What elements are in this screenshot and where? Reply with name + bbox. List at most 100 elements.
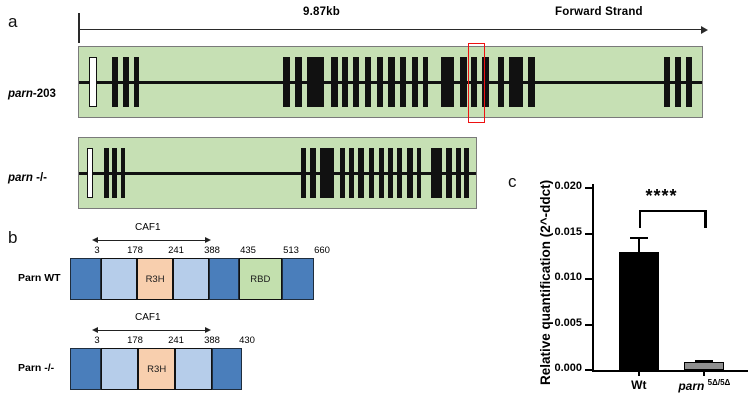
panel-letter-b: b	[8, 228, 18, 247]
exon	[342, 56, 348, 108]
domain-segment-c-term	[212, 348, 242, 390]
exon	[400, 56, 407, 108]
caf1-label-wt: CAF1	[135, 222, 161, 233]
exon	[339, 147, 346, 199]
exon	[310, 147, 316, 199]
domain-coordinate: 3	[94, 335, 100, 346]
domain-segment-caf1-right	[175, 348, 213, 390]
caf1-label-ko: CAF1	[135, 312, 161, 323]
exon	[368, 147, 374, 199]
error-bar-stem	[637, 237, 640, 252]
domain-coordinate: 241	[168, 335, 184, 346]
exon	[111, 56, 118, 108]
domain-bar-parn-ko: R3H	[70, 348, 242, 390]
y-tick-mark	[585, 187, 593, 189]
y-tick-label: 0.000	[554, 362, 582, 374]
exon	[112, 147, 118, 199]
track-label-parn-203: parn-203	[8, 88, 56, 100]
exon	[663, 56, 670, 108]
red-highlight-box	[468, 43, 485, 123]
x-tick-mark	[637, 370, 640, 376]
exon	[103, 147, 109, 199]
exon	[358, 147, 364, 199]
forward-strand-arrow-icon	[701, 26, 708, 34]
caf1-arrow-line	[97, 240, 208, 242]
bar-wt	[618, 251, 659, 370]
exon	[349, 147, 354, 199]
caf1-arrow-line	[97, 330, 208, 332]
exon	[388, 147, 394, 199]
track-label-parn-ko: parn -/-	[8, 172, 47, 184]
exon	[482, 56, 489, 108]
domain-segment-c-term	[281, 258, 314, 300]
exon	[388, 56, 395, 108]
exon	[397, 147, 403, 199]
domain-segment-caf1-right	[173, 258, 210, 300]
panel-letter-c: c	[508, 172, 517, 191]
exon	[407, 147, 413, 199]
significance-bracket-left	[638, 210, 641, 228]
exon	[364, 56, 372, 108]
caf1-arrow-left-icon	[92, 327, 98, 333]
exon-utr	[86, 147, 93, 199]
caf1-arrow-left-icon	[92, 237, 98, 243]
domain-coordinate: 430	[239, 335, 255, 346]
exon	[283, 56, 290, 108]
domain-coordinate: 435	[240, 245, 256, 256]
exon	[528, 56, 535, 108]
domain-coordinate: 388	[204, 245, 220, 256]
axis-line	[78, 29, 703, 31]
y-tick-mark	[585, 323, 593, 326]
domain-coordinate: 178	[127, 245, 143, 256]
scale-label: 9.87kb	[303, 6, 341, 18]
exon	[122, 56, 130, 108]
y-tick-label: 0.005	[554, 316, 582, 329]
exon	[440, 56, 454, 108]
y-tick-mark	[585, 369, 593, 371]
exon-utr	[89, 56, 98, 108]
domain-coordinate: 388	[204, 335, 220, 346]
significance-stars: ****	[645, 186, 678, 206]
exon	[674, 56, 682, 108]
error-bar-cap	[629, 237, 648, 240]
exon	[471, 56, 478, 108]
exon	[497, 56, 505, 108]
domain-coordinate: 241	[168, 245, 184, 256]
domain-segment-r3h: R3H	[138, 348, 176, 390]
domain-segment-r3h: R3H	[136, 258, 174, 300]
domain-coordinate: 660	[314, 245, 330, 256]
domain-coordinate: 178	[127, 335, 143, 346]
error-bar-cap	[695, 359, 714, 362]
exon	[306, 56, 325, 108]
strand-label: Forward Strand	[555, 6, 643, 18]
protein-label-parn-wt: Parn WT	[18, 272, 61, 284]
exon	[352, 56, 360, 108]
significance-bracket-right	[704, 210, 707, 228]
bar-parn-ko	[684, 361, 725, 370]
y-tick-mark	[585, 278, 593, 280]
x-tick-label: parn 5Δ/5Δ	[678, 378, 731, 393]
x-tick-label: Wt	[631, 378, 647, 392]
exon	[320, 147, 335, 199]
exon	[378, 147, 384, 199]
panel-letter-a: a	[8, 12, 18, 31]
x-axis-line	[592, 370, 748, 373]
exon	[459, 56, 467, 108]
y-tick-label: 0.020	[554, 180, 582, 192]
protein-label-parn-ko: Parn -/-	[18, 362, 55, 374]
domain-segment-caf1-left	[101, 348, 139, 390]
exon	[430, 147, 442, 199]
domain-segment-caf1-left	[100, 258, 137, 300]
y-axis-line	[592, 184, 595, 372]
exon	[464, 147, 470, 199]
exon	[455, 147, 461, 199]
domain-segment-n-term	[70, 348, 102, 390]
exon	[331, 56, 338, 108]
exon	[422, 56, 428, 108]
domain-coordinate: 3	[94, 245, 100, 256]
exon	[446, 147, 452, 199]
y-tick-mark	[585, 232, 593, 235]
caf1-arrow-right-icon	[205, 237, 211, 243]
